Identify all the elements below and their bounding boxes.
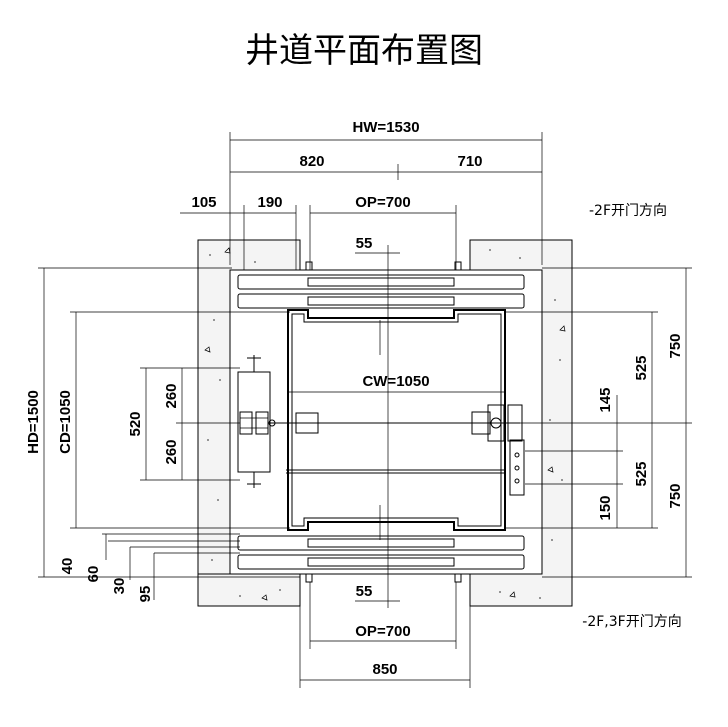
hoistway-outline (229, 269, 543, 575)
counterweight (237, 355, 276, 488)
dim-hw: HW=1530 (352, 119, 419, 136)
dim-190: 190 (257, 194, 282, 211)
dim-525-bottom: 525 (633, 461, 650, 486)
elevator-car (287, 309, 506, 531)
dim-850: 850 (372, 661, 397, 678)
dim-150: 150 (597, 495, 614, 520)
dim-520: 520 (127, 411, 144, 436)
bottom-dimensions (299, 582, 471, 688)
note-top-door: -2F开门方向 (589, 203, 667, 219)
dim-260-top: 260 (163, 383, 180, 408)
dim-op-top: OP=700 (355, 194, 410, 211)
top-dimensions (180, 132, 543, 270)
dim-55-top: 55 (356, 235, 373, 252)
dim-hd: HD=1500 (25, 390, 42, 454)
dim-750-bottom: 750 (667, 483, 684, 508)
dim-op-bottom: OP=700 (355, 623, 410, 640)
dim-60: 60 (85, 566, 102, 583)
dim-30: 30 (111, 578, 128, 595)
dim-55-bottom: 55 (356, 583, 373, 600)
guide-rails (270, 404, 525, 496)
concrete-speckles (204, 247, 566, 601)
note-bottom-door: -2F,3F开门方向 (582, 614, 681, 630)
dim-260-bottom: 260 (163, 439, 180, 464)
dim-40: 40 (59, 558, 76, 575)
dim-710: 710 (457, 153, 482, 170)
bottom-door-sills (237, 535, 525, 583)
dim-cd: CD=1050 (57, 390, 74, 454)
dim-95: 95 (137, 586, 154, 603)
left-dimensions (38, 267, 300, 600)
dim-750-top: 750 (667, 333, 684, 358)
right-dimensions (505, 267, 692, 578)
dim-525-top: 525 (633, 355, 650, 380)
dim-cw: CW=1050 (362, 373, 429, 390)
drawing-title: 井道平面布置图 (245, 31, 483, 71)
dim-105: 105 (191, 194, 216, 211)
wall-top-left (197, 239, 301, 575)
dim-820: 820 (299, 153, 324, 170)
dim-145: 145 (597, 387, 614, 412)
wall-bottom-left (197, 573, 301, 607)
top-door-sills (237, 261, 525, 309)
